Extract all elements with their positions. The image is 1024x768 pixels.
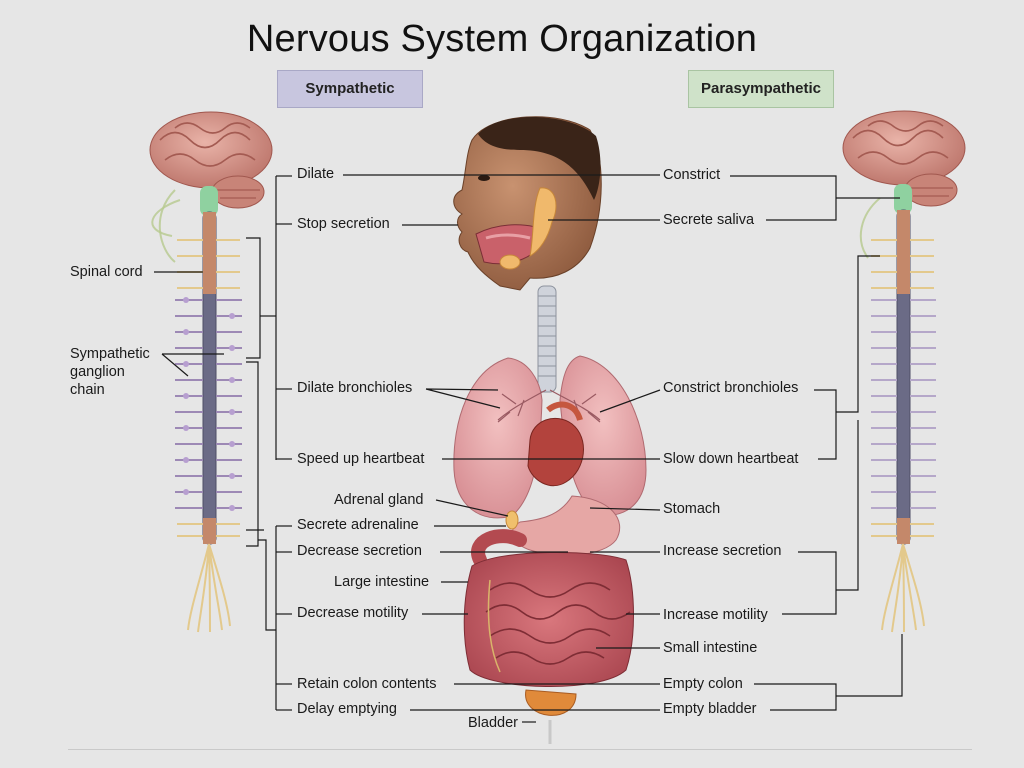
page-title: Nervous System Organization xyxy=(246,18,758,60)
para-constrict-bronchioles: Constrict bronchioles xyxy=(663,380,799,396)
thorax-illustration xyxy=(453,285,647,519)
symp-retain-colon: Retain colon contents xyxy=(297,676,437,692)
symp-decrease-motility: Decrease motility xyxy=(297,605,409,621)
symp-dilate: Dilate xyxy=(297,166,335,182)
organ-stomach: Stomach xyxy=(663,501,721,517)
para-constrict: Constrict xyxy=(663,167,721,183)
label-ganglion-line-3: chain xyxy=(70,382,105,398)
organ-large-intestine: Large intestine xyxy=(334,574,430,590)
symp-decrease-secretion: Decrease secretion xyxy=(297,543,422,559)
left-spine-illustration xyxy=(149,111,273,633)
para-increase-motility: Increase motility xyxy=(663,607,768,623)
leader-lines xyxy=(154,174,903,723)
organ-bladder: Bladder xyxy=(468,715,518,731)
symp-dilate-bronchioles: Dilate bronchioles xyxy=(297,380,413,396)
symp-stop-secretion: Stop secretion xyxy=(297,216,390,232)
para-empty-colon: Empty colon xyxy=(663,676,743,692)
organ-adrenal-gland: Adrenal gland xyxy=(334,492,424,508)
label-ganglion-line-2: ganglion xyxy=(70,364,125,380)
sympathetic-header: Sympathetic xyxy=(277,70,423,108)
para-slow-heartbeat: Slow down heartbeat xyxy=(663,451,799,467)
organ-small-intestine: Small intestine xyxy=(663,640,758,656)
symp-speed-heartbeat: Speed up heartbeat xyxy=(297,451,425,467)
right-brain-icon xyxy=(842,110,966,207)
symp-delay-emptying: Delay emptying xyxy=(297,701,397,717)
para-increase-secretion: Increase secretion xyxy=(663,543,782,559)
abdomen-illustration xyxy=(463,495,634,744)
para-secrete-saliva: Secrete saliva xyxy=(663,212,755,228)
bottom-divider xyxy=(68,749,972,750)
head-illustration xyxy=(453,116,602,291)
para-empty-bladder: Empty bladder xyxy=(663,701,757,717)
right-spine-illustration xyxy=(842,110,966,633)
parasympathetic-header: Parasympathetic xyxy=(688,70,834,108)
symp-secrete-adrenaline: Secrete adrenaline xyxy=(297,517,419,533)
label-spinal-cord: Spinal cord xyxy=(70,264,143,280)
label-ganglion-line-1: Sympathetic xyxy=(70,346,150,362)
